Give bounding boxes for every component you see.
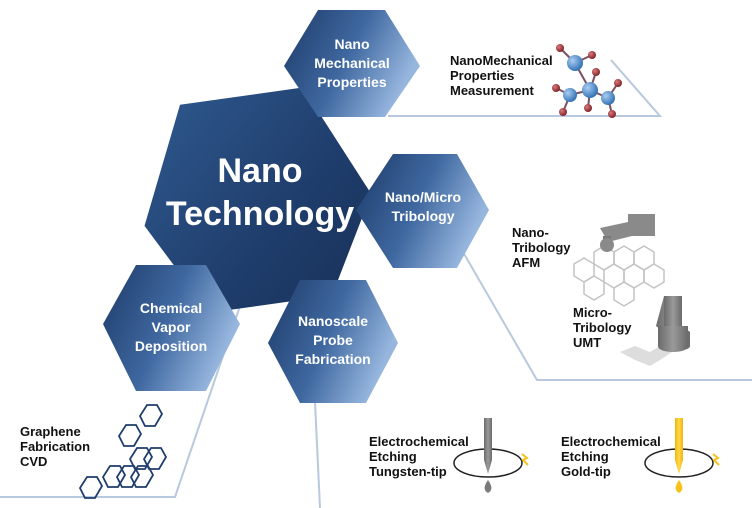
- micro-umt-line2: Tribology: [573, 320, 632, 335]
- umt-probe-icon: [620, 296, 690, 366]
- afm-icon: [573, 214, 665, 307]
- hex-nanoscale-probe: [268, 280, 398, 403]
- mech-measure-line1: NanoMechanical: [450, 53, 553, 68]
- graphene-flakes-icon: [78, 404, 168, 499]
- label-gold: Electrochemical Etching Gold-tip: [561, 434, 661, 479]
- gold-tip-icon: [644, 418, 720, 493]
- hex-mech-line1: Nano: [334, 35, 370, 52]
- label-graphene: Graphene Fabrication CVD: [20, 424, 90, 469]
- hex-cvd-line3: Deposition: [134, 337, 208, 354]
- label-tungsten: Electrochemical Etching Tungsten-tip: [369, 434, 469, 479]
- connector-mechanical: [388, 59, 663, 117]
- tungsten-line2: Etching: [369, 449, 417, 464]
- hex-label-tribology: Nano/Micro Tribology: [368, 186, 478, 228]
- mech-measure-line2: Properties: [450, 68, 515, 83]
- gold-line3: Gold-tip: [561, 464, 611, 479]
- center-title-line2: Technology: [165, 195, 355, 233]
- hex-cvd-line2: Vapor: [151, 318, 191, 335]
- hex-chemical-vapor: [103, 265, 240, 391]
- nano-afm-line3: AFM: [512, 255, 541, 270]
- tungsten-line3: Tungsten-tip: [369, 464, 447, 479]
- hex-probe-line3: Fabrication: [295, 350, 371, 367]
- hex-label-probe: Nanoscale Probe Fabrication: [278, 309, 388, 371]
- hex-nano-micro-tribology: [356, 154, 489, 268]
- connector-probe: [314, 401, 321, 508]
- micro-umt-line3: UMT: [573, 335, 602, 350]
- tungsten-line1: Electrochemical: [369, 434, 469, 449]
- hex-trib-line2: Tribology: [391, 208, 455, 224]
- graphene-line2: Fabrication: [20, 439, 91, 454]
- label-nano-afm: Nano- Tribology AFM: [512, 225, 571, 270]
- hex-label-mechanical: Nano Mechanical Properties: [296, 32, 408, 94]
- micro-umt-line1: Micro-: [573, 305, 612, 320]
- label-mech-measurement: NanoMechanical Properties Measurement: [450, 53, 553, 98]
- connector-tribology: [462, 251, 752, 381]
- connector-cvd: [0, 302, 242, 498]
- hex-trib-line1: Nano/Micro: [384, 189, 462, 205]
- connector-lines: [0, 59, 752, 508]
- hex-mech-line2: Mechanical: [314, 54, 390, 71]
- hex-probe-line2: Probe: [313, 331, 353, 348]
- nano-afm-line1: Nano-: [512, 225, 549, 240]
- hex-mech-line3: Properties: [317, 73, 387, 90]
- gold-line2: Etching: [561, 449, 609, 464]
- gold-line1: Electrochemical: [561, 434, 661, 449]
- hex-label-cvd: Chemical Vapor Deposition: [116, 296, 226, 358]
- label-micro-umt: Micro- Tribology UMT: [573, 305, 632, 350]
- hex-nano-technology: [144, 87, 372, 313]
- center-title: Nano Technology: [150, 143, 370, 243]
- graphene-line3: CVD: [20, 454, 48, 469]
- molecule-icon: [552, 44, 622, 118]
- hex-probe-line1: Nanoscale: [297, 312, 369, 329]
- hex-nano-mechanical: [284, 10, 420, 117]
- graphene-line1: Graphene: [20, 424, 81, 439]
- center-title-line1: Nano: [217, 152, 303, 190]
- tungsten-tip-icon: [453, 418, 529, 493]
- mech-measure-line3: Measurement: [450, 83, 534, 98]
- nano-afm-line2: Tribology: [512, 240, 571, 255]
- hex-cvd-line1: Chemical: [139, 299, 203, 316]
